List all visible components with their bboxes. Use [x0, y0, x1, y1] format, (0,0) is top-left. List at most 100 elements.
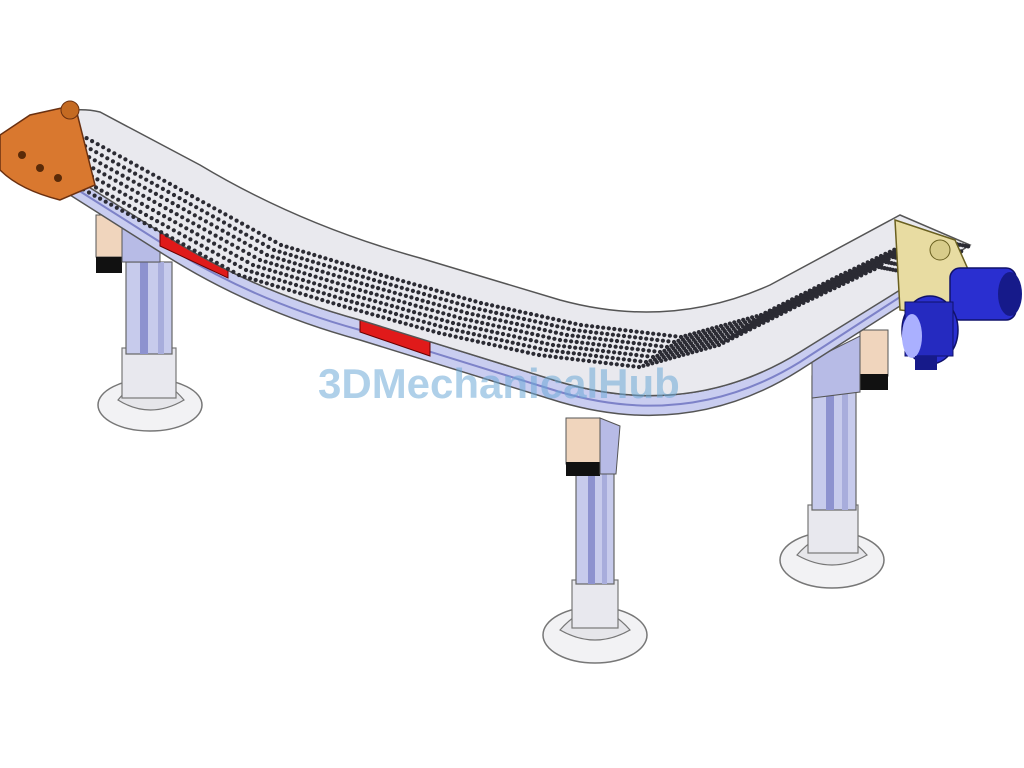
chain-pin	[359, 309, 364, 314]
chain-pin	[231, 234, 236, 239]
chain-pin	[275, 284, 280, 289]
chain-pin	[188, 237, 193, 242]
chain-pin	[420, 326, 425, 331]
chain-pin	[644, 336, 649, 341]
chain-pin	[320, 297, 325, 303]
chain-pin	[841, 281, 846, 286]
chain-pin	[433, 295, 438, 300]
chain-pin	[498, 318, 503, 323]
chain-pin	[352, 286, 357, 291]
chain-pin	[391, 297, 396, 302]
chain-pin	[120, 208, 125, 213]
chain-pin	[459, 309, 464, 314]
support-leg-right	[779, 329, 889, 589]
chain-pin	[102, 172, 107, 177]
chain-pin	[380, 294, 385, 299]
chain-pin	[601, 325, 606, 330]
chain-pin	[478, 300, 484, 306]
chain-pin	[192, 248, 197, 253]
chain-pin	[192, 213, 197, 218]
chain-pin	[155, 183, 160, 188]
chain-pin	[594, 330, 599, 335]
chain-pin	[374, 292, 379, 297]
chain-pin	[170, 236, 175, 241]
chain-pin	[363, 289, 368, 294]
chain-pin	[206, 238, 211, 243]
chain-pin	[528, 311, 534, 317]
chain-pin	[410, 288, 415, 293]
chain-pin	[585, 341, 590, 346]
chain-pin	[609, 338, 614, 343]
chain-pin	[248, 276, 253, 281]
chain-pin	[151, 172, 156, 177]
chain-pin	[421, 319, 426, 324]
chain-pin	[396, 298, 401, 303]
chain-pin	[367, 269, 372, 274]
chain-pin	[255, 271, 260, 276]
chain-pin	[596, 342, 602, 347]
chain-pin	[646, 348, 652, 353]
chain-pin	[625, 363, 631, 368]
chain-pin	[125, 211, 130, 216]
chain-pin	[323, 256, 328, 261]
chain-pin	[173, 220, 178, 225]
chain-pin	[317, 254, 322, 259]
chain-pin	[437, 303, 442, 308]
chain-pin	[607, 343, 613, 349]
chain-pin	[292, 261, 297, 266]
chain-pin	[375, 313, 380, 318]
chain-pin	[478, 327, 483, 332]
chain-pin	[109, 202, 114, 207]
chain-pin	[207, 230, 213, 235]
chain-pin	[378, 300, 383, 305]
chain-pin	[301, 249, 306, 254]
chain-pin	[320, 269, 325, 274]
chain-pin	[854, 275, 859, 280]
chain-pin	[430, 308, 435, 313]
chain-pin	[567, 344, 572, 350]
chain-pin	[859, 273, 864, 278]
chain-pin	[559, 355, 564, 360]
chain-pin	[409, 295, 414, 300]
chain-pin	[725, 338, 731, 343]
chain-pin	[455, 328, 460, 333]
chain-pin	[553, 330, 559, 335]
chain-pin	[163, 206, 168, 211]
chain-pin	[373, 271, 378, 276]
chain-pin	[424, 306, 429, 311]
chain-pin	[288, 252, 293, 258]
chain-pin	[462, 296, 467, 301]
chain-pin	[176, 204, 181, 209]
chain-pin	[630, 346, 635, 351]
chain-pin	[485, 322, 490, 327]
chain-pin	[721, 340, 726, 345]
chain-pin	[198, 216, 203, 221]
chain-pin	[353, 307, 358, 312]
chain-pin	[514, 348, 519, 353]
chain-pin	[187, 210, 192, 215]
chain-pin	[227, 258, 232, 263]
chain-pin	[471, 305, 477, 311]
chain-pin	[303, 292, 308, 298]
chain-pin	[578, 322, 584, 328]
chain-pin	[260, 241, 265, 246]
chain-pin	[703, 346, 708, 351]
chain-pin	[441, 311, 446, 316]
chain-pin	[127, 168, 132, 173]
chain-pin	[177, 196, 182, 201]
chain-pin	[456, 294, 461, 299]
chain-pin	[377, 279, 382, 284]
chain-pin	[652, 349, 657, 354]
chain-pin	[276, 256, 281, 261]
chain-pin	[328, 257, 334, 263]
chain-pin	[663, 357, 668, 362]
chain-pin	[832, 286, 837, 291]
chain-pin	[490, 303, 495, 308]
chain-pin	[278, 271, 283, 276]
chain-pin	[685, 351, 691, 356]
chain-pin	[599, 354, 604, 359]
chain-pin	[592, 359, 597, 364]
chain-pin	[523, 336, 528, 341]
chain-pin	[566, 326, 571, 331]
chain-pin	[143, 212, 149, 218]
